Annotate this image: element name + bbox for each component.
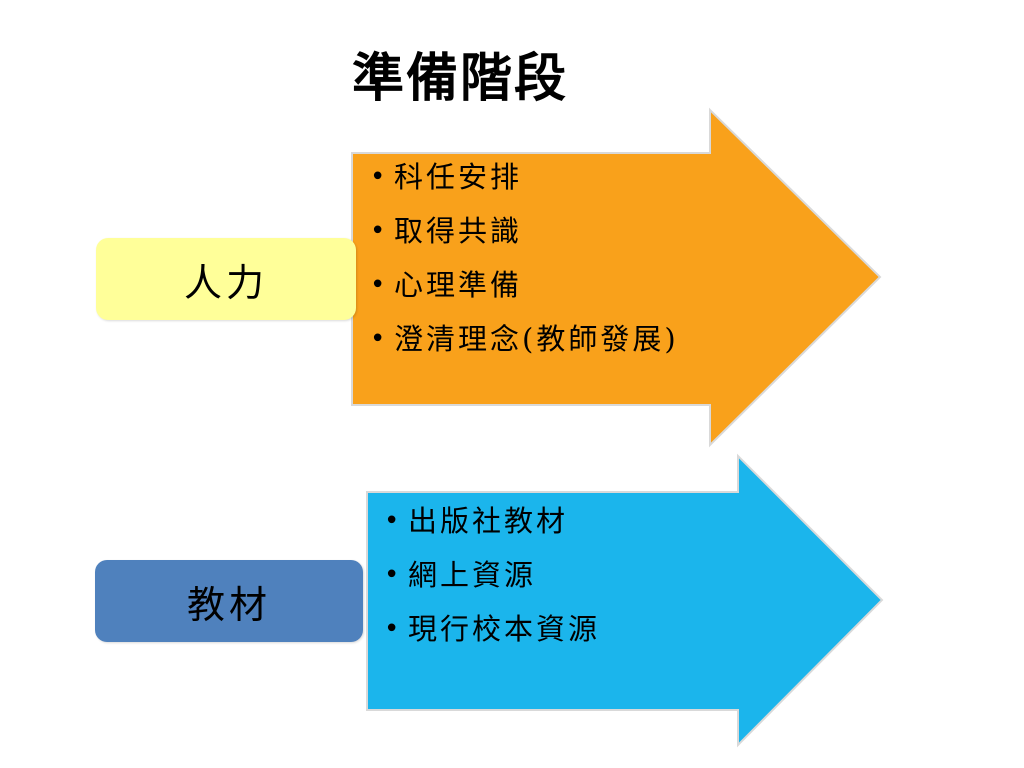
page-title: 準備階段 — [351, 49, 568, 109]
people-label: 人力 — [183, 260, 268, 305]
list-item: 取得共識 — [364, 204, 679, 258]
materials-label-box: 教材 — [95, 560, 363, 642]
list-item: 科任安排 — [364, 150, 679, 204]
people-bullet-list: 科任安排 取得共識 心理準備 澄清理念(教師發展) — [364, 150, 679, 366]
list-item: 網上資源 — [378, 548, 600, 602]
list-item: 澄清理念(教師發展) — [364, 312, 679, 366]
list-item: 心理準備 — [364, 258, 679, 312]
list-item: 現行校本資源 — [378, 602, 600, 656]
people-label-box: 人力 — [96, 238, 356, 320]
list-item: 出版社教材 — [378, 494, 600, 548]
materials-bullet-list: 出版社教材 網上資源 現行校本資源 — [378, 494, 600, 656]
materials-label: 教材 — [186, 582, 271, 627]
